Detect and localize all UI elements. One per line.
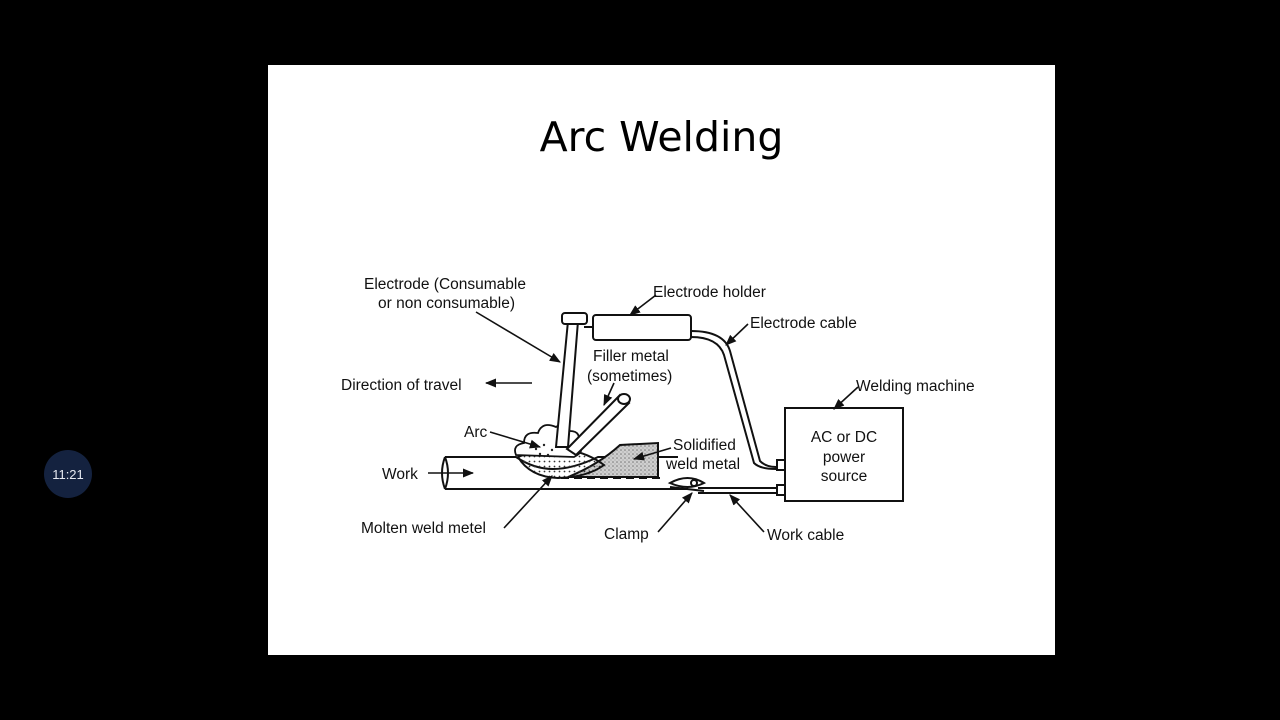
leader-welding-machine (833, 386, 859, 410)
label-electrode-line2: or non consumable) (378, 295, 515, 312)
label-solidified-line1: Solidified (673, 437, 736, 454)
leader-electrode-cable (725, 323, 749, 346)
label-power-line1: AC or DC (811, 429, 877, 446)
label-electrode-line1: Electrode (Consumable (364, 276, 526, 293)
label-electrode-holder: Electrode holder (653, 284, 766, 301)
leader-filler-metal (603, 382, 615, 407)
arc-welding-diagram: Electrode (Consumable or non consumable)… (341, 276, 975, 544)
leader-work-cable (729, 494, 765, 533)
label-welding-machine: Welding machine (856, 378, 975, 395)
filler-metal-rod (565, 393, 631, 457)
leader-arc (489, 431, 542, 449)
welding-machine (776, 407, 904, 502)
work-cable (698, 487, 777, 494)
leader-solidified (632, 447, 672, 461)
label-work-cable: Work cable (767, 527, 844, 544)
leader-electrode-holder (629, 294, 657, 316)
label-electrode-cable: Electrode cable (750, 315, 857, 332)
slide: Arc Welding (268, 65, 1055, 655)
leader-clamp (657, 492, 693, 533)
electrode (554, 312, 588, 448)
label-power-line3: source (821, 468, 868, 485)
label-filler-line1: Filler metal (593, 348, 669, 365)
clock-badge[interactable]: 11:21 (44, 450, 92, 498)
label-filler-line2: (sometimes) (587, 368, 672, 385)
label-molten-weld-metal: Molten weld metel (361, 520, 486, 537)
label-solidified-line2: weld metal (665, 456, 740, 473)
label-work: Work (382, 466, 418, 483)
label-arc: Arc (464, 424, 488, 441)
slide-title: Arc Welding (539, 113, 784, 161)
label-direction-of-travel: Direction of travel (341, 377, 462, 394)
electrode-holder (584, 314, 692, 341)
electrode-cable (690, 330, 777, 470)
leader-electrode (475, 311, 561, 363)
leader-molten (503, 475, 553, 529)
label-clamp: Clamp (604, 526, 649, 543)
label-power-line2: power (823, 449, 865, 466)
clamp (667, 477, 707, 492)
